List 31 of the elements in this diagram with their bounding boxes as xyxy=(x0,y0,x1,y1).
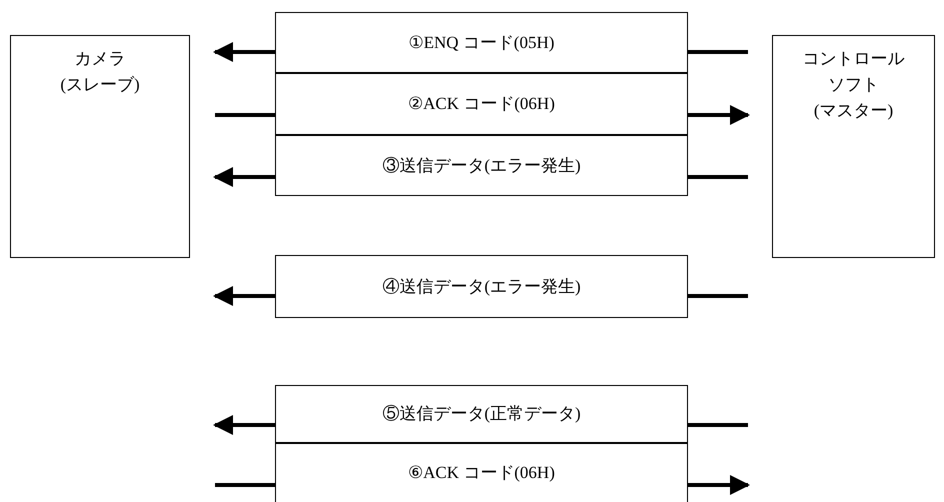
participant-label: ソフト xyxy=(828,74,879,96)
arrow xyxy=(213,415,275,435)
message-box xyxy=(275,385,688,443)
participant-box xyxy=(772,35,935,258)
message-box xyxy=(275,73,688,135)
participant-label: カメラ xyxy=(74,48,126,70)
line xyxy=(215,483,275,487)
message-label: ①ENQ コード(05H) xyxy=(408,32,554,54)
participant-label: コントロール xyxy=(802,48,904,70)
line xyxy=(688,175,748,179)
line xyxy=(688,50,748,54)
message-box xyxy=(275,255,688,318)
message-label: ④送信データ(エラー発生) xyxy=(382,276,581,298)
message-label: ⑥ACK コード(06H) xyxy=(408,462,555,484)
message-label: ⑤送信データ(正常データ) xyxy=(382,403,581,425)
message-label: ③送信データ(エラー発生) xyxy=(382,154,581,176)
line xyxy=(688,294,748,298)
message-label: ②ACK コード(06H) xyxy=(408,93,555,115)
message-box xyxy=(275,135,688,196)
message-box xyxy=(275,443,688,502)
arrow xyxy=(688,105,750,125)
participant-box xyxy=(10,35,190,258)
arrow xyxy=(213,286,275,306)
arrow xyxy=(213,167,275,187)
line xyxy=(215,113,275,117)
arrow xyxy=(213,42,275,62)
message-box xyxy=(275,12,688,73)
participant-label: (マスター) xyxy=(814,100,894,122)
participant-label: (スレーブ) xyxy=(60,74,140,96)
line xyxy=(688,423,748,427)
arrow xyxy=(688,475,750,495)
